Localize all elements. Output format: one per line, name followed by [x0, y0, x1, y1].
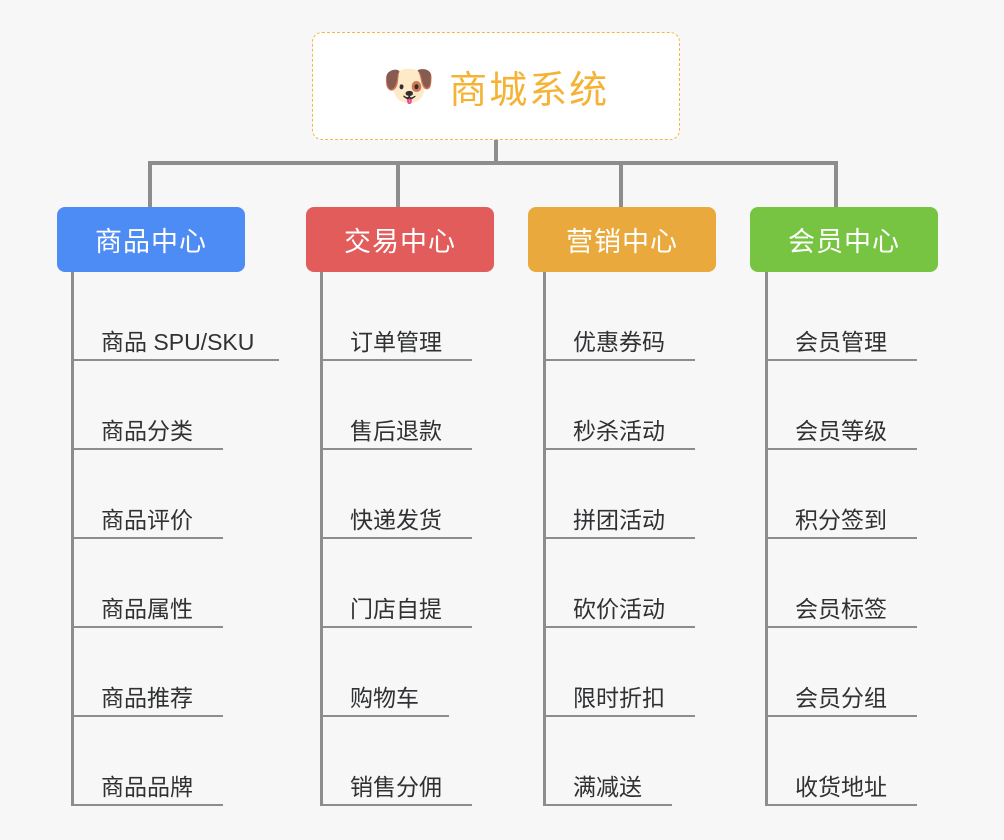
leaf-item[interactable]: 订单管理 — [320, 272, 472, 361]
leaf-label: 拼团活动 — [573, 506, 665, 533]
leaf-item[interactable]: 商品品牌 — [71, 717, 223, 806]
leaf-item[interactable]: 商品分类 — [71, 361, 223, 450]
connector-drop-3 — [834, 161, 838, 207]
leaf-label: 快递发货 — [350, 506, 442, 533]
leaf-item[interactable]: 销售分佣 — [320, 717, 472, 806]
leaf-label: 会员管理 — [795, 328, 887, 355]
leaf-label: 秒杀活动 — [573, 417, 665, 444]
leaf-label: 售后退款 — [350, 417, 442, 444]
leaf-label: 优惠券码 — [573, 328, 665, 355]
leaf-label: 收货地址 — [795, 773, 887, 800]
leaf-trunk — [320, 272, 323, 806]
leaf-item[interactable]: 积分签到 — [765, 450, 917, 539]
root-node[interactable]: 🐶 商城系统 — [312, 32, 680, 140]
connector-drop-2 — [619, 161, 623, 207]
leaf-trunk — [543, 272, 546, 806]
leaf-label: 商品推荐 — [101, 684, 193, 711]
category-box-2[interactable]: 营销中心 — [528, 207, 716, 272]
leaf-label: 会员等级 — [795, 417, 887, 444]
category-label: 会员中心 — [788, 227, 900, 257]
leaf-item[interactable]: 商品 SPU/SKU — [71, 272, 279, 361]
leaf-item[interactable]: 售后退款 — [320, 361, 472, 450]
leaf-item[interactable]: 拼团活动 — [543, 450, 695, 539]
leaf-label: 会员标签 — [795, 595, 887, 622]
leaf-item[interactable]: 满减送 — [543, 717, 672, 806]
leaf-label: 会员分组 — [795, 684, 887, 711]
connector-root-stem — [494, 140, 498, 164]
leaf-item[interactable]: 砍价活动 — [543, 539, 695, 628]
leaf-label: 商品品牌 — [101, 773, 193, 800]
leaf-label: 商品属性 — [101, 595, 193, 622]
leaf-item[interactable]: 快递发货 — [320, 450, 472, 539]
connector-drop-0 — [148, 161, 152, 207]
leaf-item[interactable]: 会员标签 — [765, 539, 917, 628]
leaf-label: 订单管理 — [350, 328, 442, 355]
leaf-item[interactable]: 会员管理 — [765, 272, 917, 361]
leaf-item[interactable]: 限时折扣 — [543, 628, 695, 717]
leaf-item[interactable]: 会员分组 — [765, 628, 917, 717]
leaf-label: 砍价活动 — [573, 595, 665, 622]
leaf-label: 门店自提 — [350, 595, 442, 622]
leaf-item[interactable]: 商品属性 — [71, 539, 223, 628]
leaf-item[interactable]: 优惠券码 — [543, 272, 695, 361]
root-title: 商城系统 — [449, 69, 610, 112]
leaf-item[interactable]: 收货地址 — [765, 717, 917, 806]
category-box-1[interactable]: 交易中心 — [306, 207, 494, 272]
leaf-label: 积分签到 — [795, 506, 887, 533]
leaf-item[interactable]: 商品推荐 — [71, 628, 223, 717]
category-label: 商品中心 — [95, 227, 207, 257]
category-box-3[interactable]: 会员中心 — [750, 207, 938, 272]
connector-drop-1 — [396, 161, 400, 207]
leaf-label: 满减送 — [573, 773, 642, 800]
leaf-trunk — [765, 272, 768, 806]
leaf-item[interactable]: 秒杀活动 — [543, 361, 695, 450]
category-box-0[interactable]: 商品中心 — [57, 207, 245, 272]
category-label: 营销中心 — [566, 227, 678, 257]
leaf-item[interactable]: 会员等级 — [765, 361, 917, 450]
leaf-label: 购物车 — [350, 684, 419, 711]
shiba-dog-emoji-icon: 🐶 — [382, 62, 436, 109]
leaf-label: 限时折扣 — [573, 684, 665, 711]
connector-horizontal-bar — [148, 161, 836, 165]
leaf-label: 销售分佣 — [350, 773, 442, 800]
leaf-item[interactable]: 购物车 — [320, 628, 449, 717]
leaf-trunk — [71, 272, 74, 806]
leaf-item[interactable]: 商品评价 — [71, 450, 223, 539]
category-label: 交易中心 — [344, 227, 456, 257]
leaf-label: 商品分类 — [101, 417, 193, 444]
leaf-label: 商品评价 — [101, 506, 193, 533]
leaf-item[interactable]: 门店自提 — [320, 539, 472, 628]
leaf-label: 商品 SPU/SKU — [101, 328, 255, 355]
